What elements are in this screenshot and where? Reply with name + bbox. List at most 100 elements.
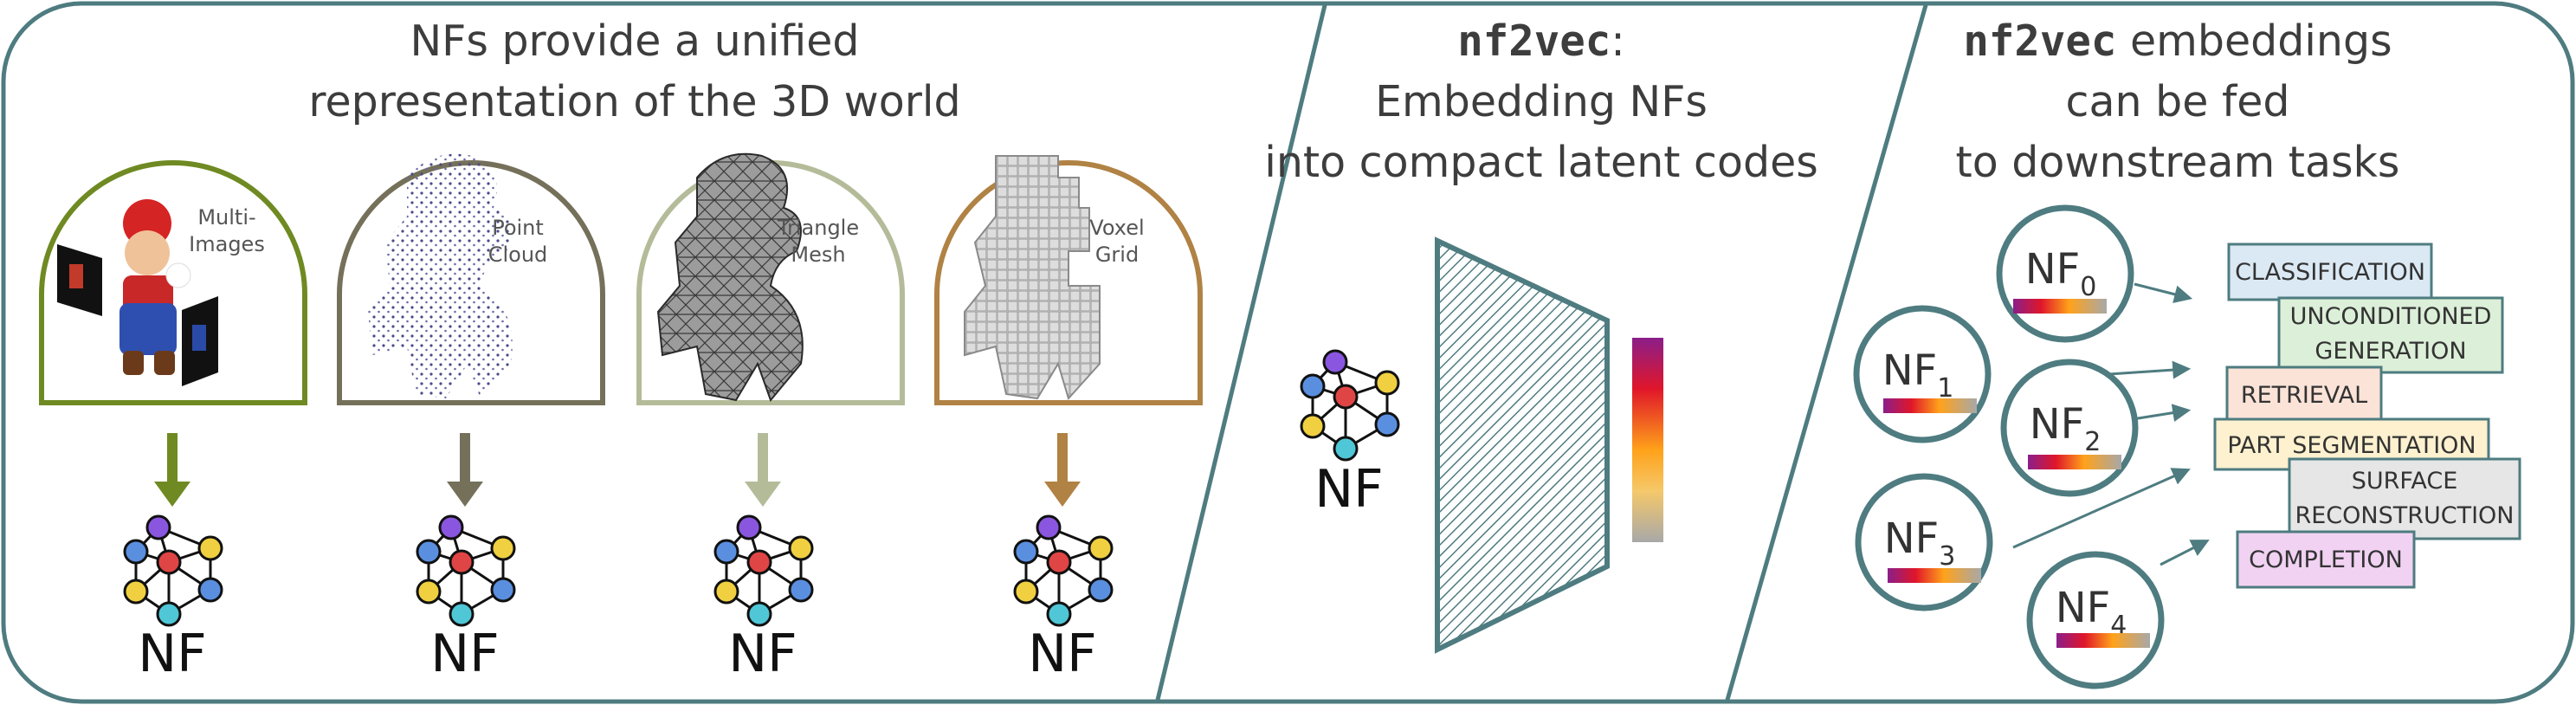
nf-label-1: NF	[430, 624, 499, 684]
nf-node-sub: 1	[1937, 373, 1953, 404]
network-node	[123, 539, 149, 565]
nf-node-base: NF	[2025, 245, 2081, 294]
network-node	[156, 601, 182, 627]
network-node	[449, 601, 475, 627]
encoder-nf-label: NF	[1314, 459, 1383, 520]
network-node	[1013, 539, 1039, 565]
modality-arrow-0	[154, 433, 190, 507]
network-node	[788, 577, 814, 603]
nf-label-2: NF	[728, 624, 797, 684]
left-title-line-2: representation of the 3D world	[308, 77, 960, 126]
nf-node-1: NF1	[1853, 305, 1992, 443]
modality-frame	[934, 160, 1203, 405]
modality-label-line-1: Voxel	[1089, 216, 1144, 240]
mario-image-icon	[57, 199, 218, 386]
point-cloud-shape	[368, 153, 513, 398]
network-node	[1088, 577, 1114, 603]
network-node	[1322, 349, 1348, 375]
task-box	[2225, 365, 2383, 423]
task-box	[2288, 457, 2521, 540]
right-title-line-3: to downstream tasks	[1956, 138, 2400, 187]
task-retrieval: RETRIEVAL	[2225, 365, 2383, 423]
nf-label-3: NF	[1028, 624, 1096, 684]
network-node	[1374, 411, 1400, 437]
modality-label-line-1: Multi-	[197, 205, 255, 230]
nf-node-sub: 3	[1939, 541, 1955, 572]
network-node	[490, 535, 516, 561]
task-label-line-1: RETRIEVAL	[2241, 382, 2367, 409]
nf-node-base: NF	[1882, 346, 1938, 395]
modality-label-line-1: Triangle	[777, 216, 859, 240]
nf-node-2: NF2	[2000, 359, 2139, 497]
nf-node-base: NF	[1884, 514, 1940, 563]
network-node	[123, 579, 149, 605]
nf-node-0: NF0	[1996, 204, 2134, 343]
modality-frame	[39, 160, 307, 405]
svg-text:NF0: NF0	[2025, 245, 2097, 302]
network-node	[1300, 413, 1326, 439]
network-node	[416, 579, 442, 605]
nf-node-base: NF	[2030, 400, 2085, 449]
network-node	[145, 514, 171, 540]
network-node	[156, 549, 182, 575]
network-node	[1013, 579, 1039, 605]
nf-code-bar	[1883, 398, 1977, 413]
separator-right	[1725, 4, 1928, 701]
svg-text:NF3: NF3	[1884, 514, 1956, 572]
nf-node-sub: 0	[2080, 272, 2096, 302]
middle-title-line-2: Embedding NFs	[1375, 77, 1708, 126]
modality-arrow-3	[1044, 433, 1081, 507]
task-label-line-2: GENERATION	[2315, 338, 2466, 365]
network-node	[1088, 535, 1114, 561]
voxel-grid-shape	[964, 155, 1101, 400]
right-title-rest: embeddings	[2116, 16, 2392, 66]
task-label-line-2: RECONSTRUCTION	[2295, 502, 2514, 529]
nf-label-0: NF	[138, 624, 206, 684]
task-surface-reconstruction: SURFACE RECONSTRUCTION	[2288, 457, 2521, 540]
network-node	[1036, 514, 1062, 540]
nf-node-sub: 2	[2084, 427, 2101, 457]
svg-text:NF4: NF4	[2056, 584, 2127, 641]
modality-label-line-2: Cloud	[488, 243, 548, 267]
network-icon-0	[123, 514, 223, 627]
network-node	[746, 549, 772, 575]
network-node	[713, 579, 739, 605]
task-unconditioned-generation: UNCONDITIONED GENERATION	[2277, 296, 2504, 374]
task-label-line-1: PART SEGMENTATION	[2227, 432, 2476, 459]
nf-code-bar	[2028, 455, 2121, 469]
task-box	[2236, 530, 2416, 589]
network-node	[490, 577, 516, 603]
modality-point-cloud: Point Cloud	[337, 153, 605, 405]
middle-title-colon: :	[1611, 16, 1625, 66]
modality-label-line-1: Point	[492, 216, 544, 240]
nf-code-bar	[2056, 633, 2150, 648]
middle-title-line-3: into compact latent codes	[1264, 138, 1818, 187]
network-node	[713, 539, 739, 565]
nf-node-4: NF4	[2026, 551, 2165, 689]
nf-code-bar	[1888, 568, 1981, 583]
network-node	[197, 577, 223, 603]
network-node	[1374, 370, 1400, 396]
separator-left	[1155, 4, 1327, 701]
svg-text:NF2: NF2	[2030, 400, 2101, 457]
network-node	[1046, 601, 1072, 627]
left-title-line-1: NFs provide a unified	[410, 16, 860, 66]
modality-label-line-2: Grid	[1095, 243, 1139, 267]
task-label-line-1: CLASSIFICATION	[2235, 259, 2425, 286]
network-node	[1333, 436, 1359, 462]
network-node	[197, 535, 223, 561]
task-classification: CLASSIFICATION	[2227, 243, 2433, 301]
network-node	[449, 549, 475, 575]
modality-arrow-1	[447, 433, 483, 507]
modality-multi-images: Multi- Images	[39, 160, 307, 405]
task-part-segmentation: PART SEGMENTATION	[2213, 417, 2490, 471]
nf2vec-name: nf2vec	[1963, 16, 2116, 66]
network-icon-3	[1013, 514, 1114, 627]
encoder-trapezoid	[1435, 236, 1610, 654]
middle-title-line-1: nf2vec:	[1457, 16, 1625, 66]
latent-code-bar	[1632, 338, 1663, 542]
task-label-line-1: UNCONDITIONED	[2290, 303, 2492, 330]
modality-label-line-2: Images	[189, 232, 265, 256]
